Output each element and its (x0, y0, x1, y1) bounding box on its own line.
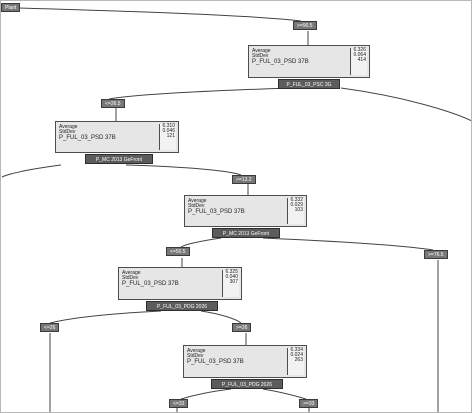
node-count: 263 (294, 357, 303, 363)
stat-value: 6.332 (290, 197, 303, 203)
stat-label: Average (59, 124, 78, 130)
node-stats-values: 6.325 0.040 307 (222, 270, 239, 297)
node-variable: P_FUL_03_PSD 37B (122, 281, 179, 287)
stat-label: StdDev (252, 53, 269, 59)
stat-value: 0.029 (290, 202, 303, 208)
stat-value: 6.325 (225, 269, 238, 275)
node-count: 103 (294, 207, 303, 213)
stat-label: StdDev (59, 129, 76, 135)
edge-label[interactable]: >=76.5 (424, 250, 448, 259)
node-stats-values: 6.326 0.064 414 (350, 48, 367, 75)
stat-label: Average (187, 348, 206, 354)
edge-label[interactable]: <=26 (40, 323, 60, 332)
node-variable: P_FUL_03_PSD 37B (187, 359, 244, 365)
edge-label[interactable]: >=33 (299, 399, 319, 408)
stat-label: StdDev (188, 203, 205, 209)
node-variable: P_FUL_03_PSD 37B (59, 135, 116, 141)
node-stats-labels: Average StdDev P_FUL_03_PSD 37B (59, 125, 116, 142)
stat-label: Average (252, 48, 271, 54)
root-label[interactable]: Plant (1, 3, 21, 12)
stat-value: 6.334 (290, 347, 303, 353)
tree-node[interactable]: Average StdDev P_FUL_03_PSD 37B 6.326 0.… (248, 45, 370, 78)
node-split-variable[interactable]: P_FUL_03_PDG 2026 (211, 379, 283, 389)
stat-label: StdDev (122, 275, 139, 281)
node-stats-labels: Average StdDev P_FUL_03_PSD 37B (187, 349, 244, 366)
node-split-variable[interactable]: P_FUL_03_PSC 3G (278, 79, 340, 89)
node-stats-labels: Average StdDev P_FUL_03_PSD 37B (252, 49, 309, 66)
node-stats-values: 6.310 0.046 121 (159, 124, 176, 150)
edge-label[interactable]: >=13.2 (232, 175, 256, 184)
edge-label[interactable]: <=26.5 (101, 99, 125, 108)
node-split-variable[interactable]: P_FUL_03_PDG 2026 (146, 301, 218, 311)
node-stats-labels: Average StdDev P_FUL_03_PSD 37B (188, 199, 245, 216)
tree-node[interactable]: Average StdDev P_FUL_03_PSD 37B 6.325 0.… (118, 267, 242, 300)
node-stats-values: 6.334 0.024 263 (287, 348, 304, 375)
stat-value: 0.064 (353, 52, 366, 58)
stat-label: Average (122, 270, 141, 276)
edge-label[interactable]: <=33 (169, 399, 189, 408)
node-stats-labels: Average StdDev P_FUL_03_PSD 37B (122, 271, 179, 288)
node-variable: P_FUL_03_PSD 37B (252, 59, 309, 65)
edge-label[interactable]: >=26 (232, 323, 252, 332)
node-variable: P_FUL_03_PSD 37B (188, 209, 245, 215)
stat-value: 6.310 (162, 123, 175, 129)
edge-label[interactable]: >=90.5 (293, 21, 317, 30)
stat-value: 0.024 (290, 352, 303, 358)
tree-node[interactable]: Average StdDev P_FUL_03_PSD 37B 6.332 0.… (184, 195, 307, 227)
stat-label: StdDev (187, 353, 204, 359)
stat-value: 0.040 (225, 274, 238, 280)
node-stats-values: 6.332 0.029 103 (287, 198, 304, 224)
node-split-variable[interactable]: P_MC 2013 GeFront (212, 228, 280, 238)
tree-node[interactable]: Average StdDev P_FUL_03_PSD 37B 6.310 0.… (55, 121, 179, 153)
tree-node[interactable]: Average StdDev P_FUL_03_PSD 37B 6.334 0.… (183, 345, 307, 378)
node-count: 121 (166, 133, 175, 139)
node-count: 414 (357, 57, 366, 63)
stat-value: 6.326 (353, 47, 366, 53)
stat-value: 0.046 (162, 128, 175, 134)
stat-label: Average (188, 198, 207, 204)
edge-label[interactable]: <=50.5 (166, 247, 190, 256)
node-split-variable[interactable]: P_MC 2013 GeFront (85, 154, 153, 164)
node-count: 307 (229, 279, 238, 285)
